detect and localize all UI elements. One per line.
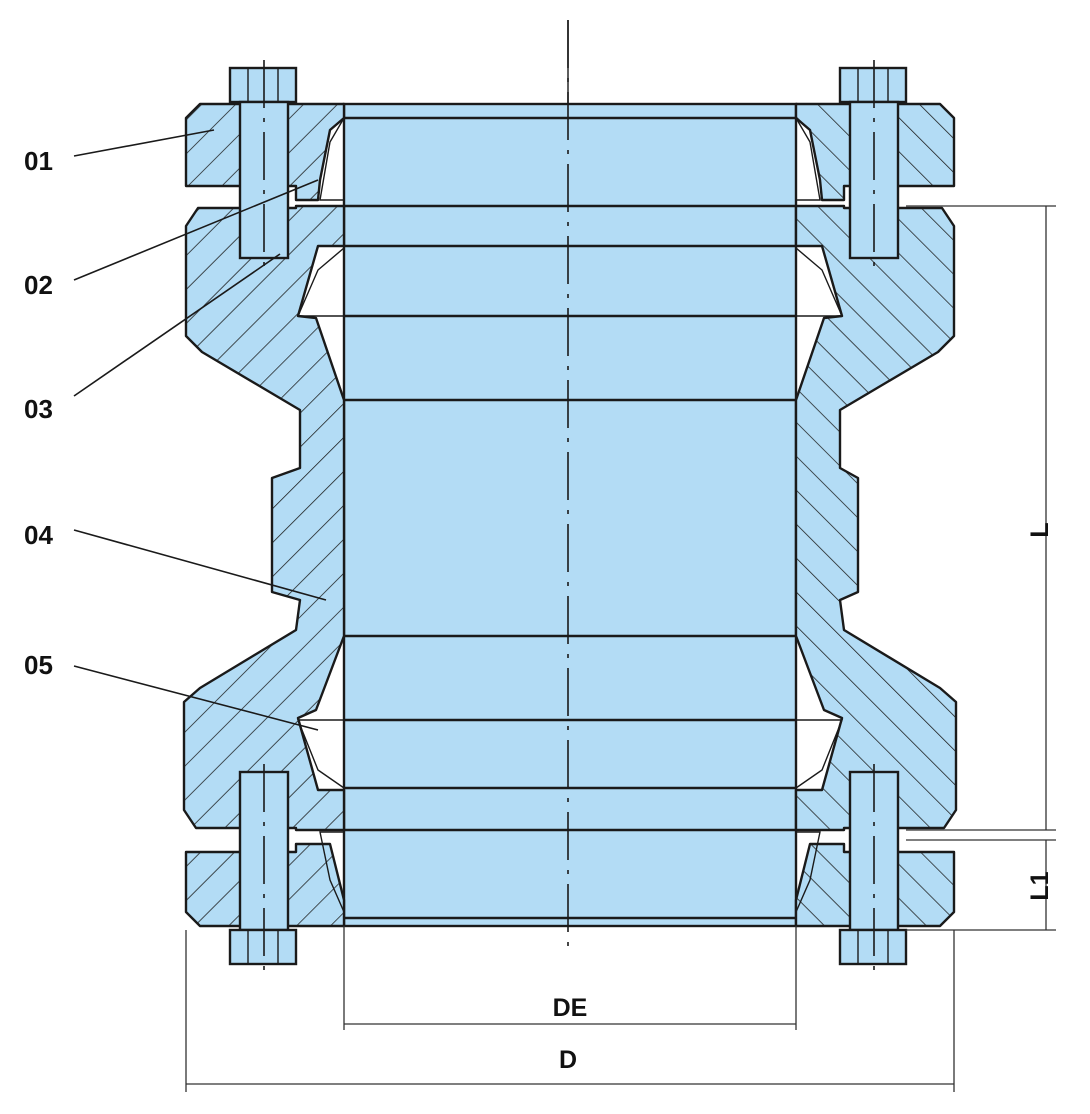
left-lower-seal <box>296 719 345 790</box>
dimension-DE-label: DE <box>553 994 588 1022</box>
part-label-01: 01 <box>24 146 53 176</box>
right-body <box>794 204 958 832</box>
part-label-05: 05 <box>24 650 53 680</box>
right-bottom-bolt <box>838 764 908 972</box>
bore <box>342 102 798 928</box>
left-top-bolt <box>228 60 298 268</box>
left-section <box>182 60 346 972</box>
dimension-D-label: D <box>559 1046 577 1074</box>
leader-03 <box>73 253 281 397</box>
leader-05 <box>73 665 319 731</box>
dimension-L: L <box>906 205 1056 831</box>
right-lower-seal <box>795 719 844 790</box>
leader-04 <box>73 529 327 601</box>
part-labels: 01 02 03 04 05 <box>24 146 53 680</box>
dimension-L1: L1 <box>906 839 1056 931</box>
part-leaders <box>73 129 327 731</box>
part-label-02: 02 <box>24 270 53 300</box>
part-label-04: 04 <box>24 520 53 550</box>
dimension-DE: DE <box>343 926 797 1030</box>
dimension-L1-label: L1 <box>1026 871 1054 900</box>
right-upper-seal <box>795 246 844 317</box>
left-body <box>182 204 346 832</box>
leader-02 <box>73 179 319 281</box>
leader-01 <box>73 129 215 157</box>
dimension-L-label: L <box>1026 522 1054 537</box>
right-section <box>794 60 958 972</box>
right-top-seal <box>795 115 821 201</box>
left-bottom-seal <box>319 831 345 913</box>
right-bottom-seal <box>795 831 821 913</box>
left-top-seal <box>319 115 345 201</box>
left-bottom-bolt <box>228 764 298 972</box>
dimension-D: D <box>185 930 955 1092</box>
part-label-03: 03 <box>24 394 53 424</box>
right-top-bolt <box>838 60 908 268</box>
left-upper-seal <box>296 246 345 317</box>
